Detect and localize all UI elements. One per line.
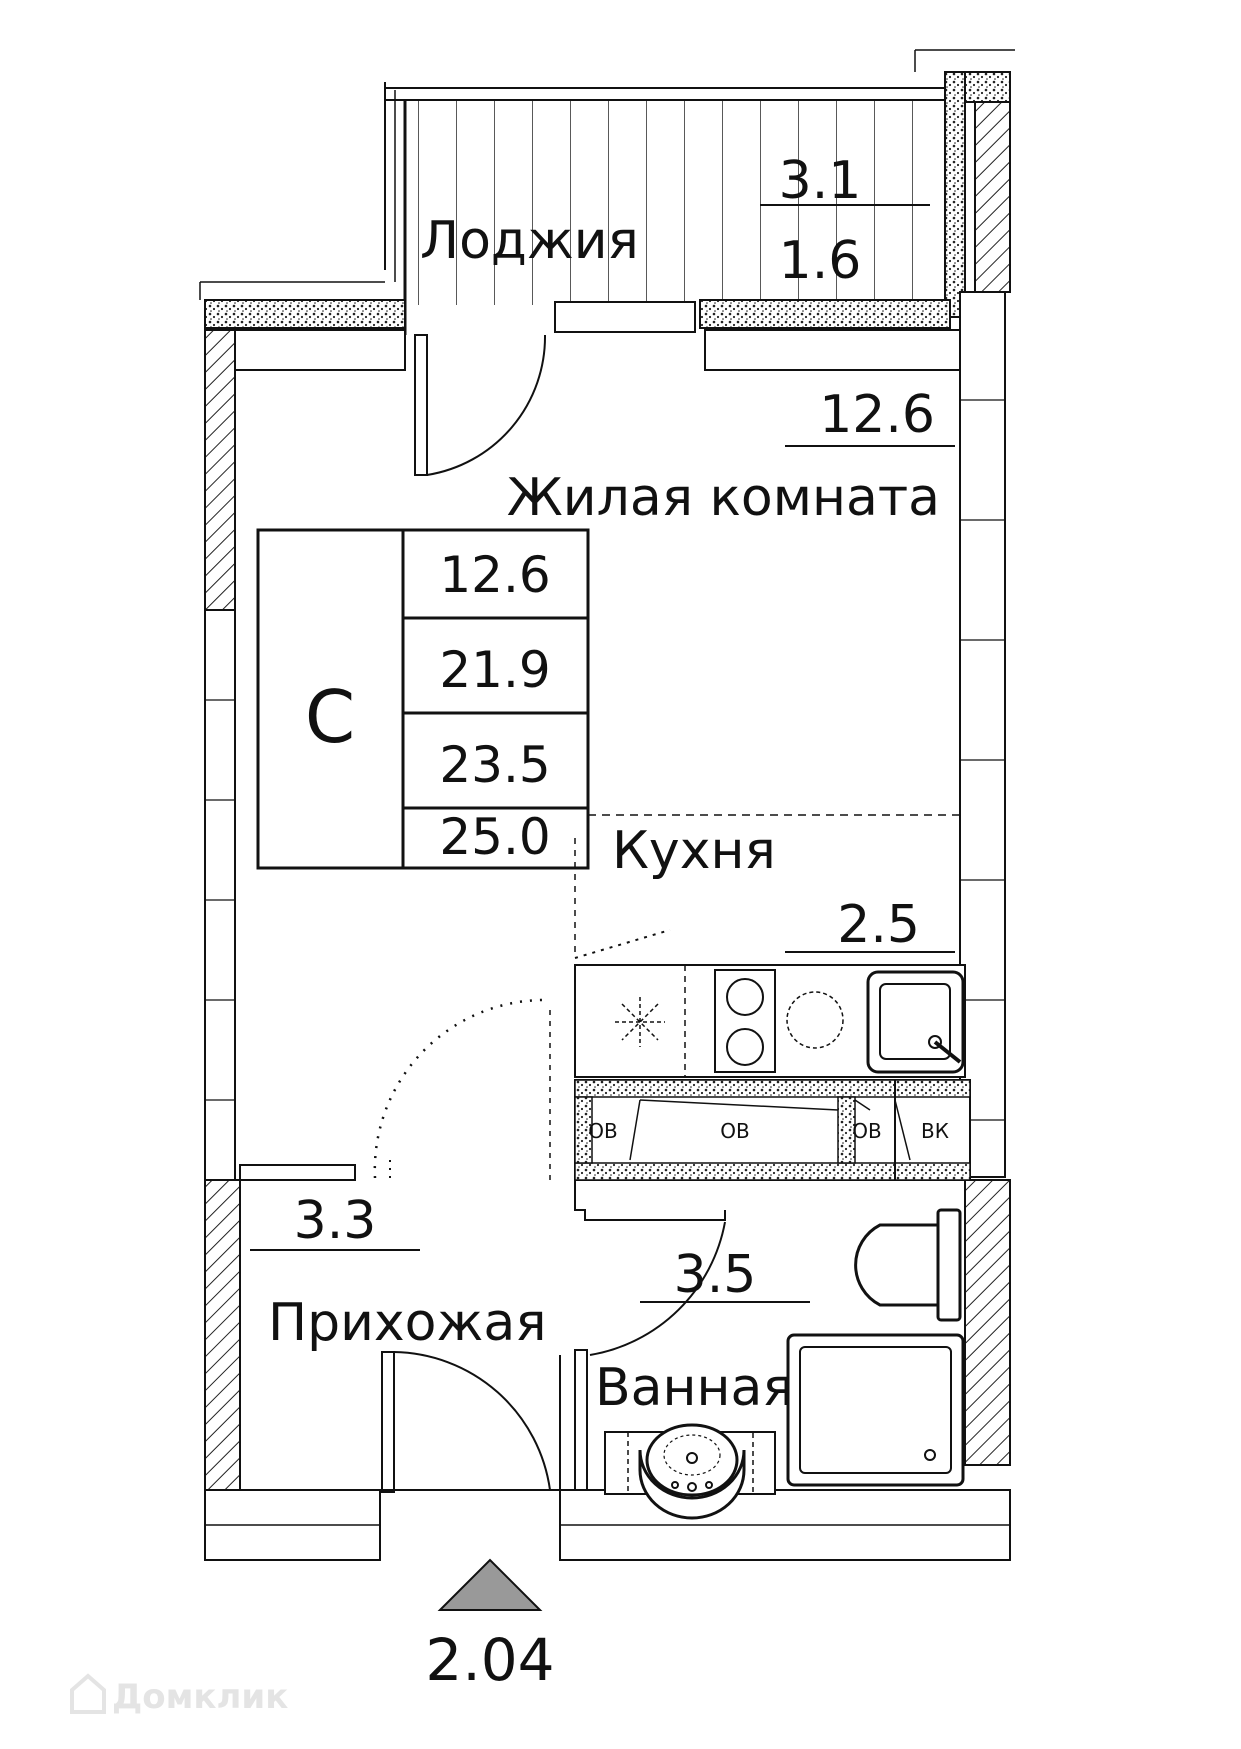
shower-tray-icon	[786, 1333, 965, 1487]
kitchen-sink-icon	[866, 970, 965, 1074]
bathroom-fixtures	[604, 1208, 965, 1520]
kitchen-name: Кухня	[612, 821, 776, 881]
loggia	[199, 49, 1015, 335]
water-supply-label: ВК	[921, 1119, 949, 1143]
summary-value-1: 12.6	[439, 546, 550, 604]
toilet-icon	[854, 1208, 962, 1322]
appliance-asterisk-icon	[615, 997, 665, 1047]
ventilation-label-1: ОВ	[588, 1119, 617, 1143]
summary-value-2: 21.9	[439, 641, 550, 699]
balcony-door	[414, 334, 547, 476]
summary-table: С 12.6 21.9 23.5 25.0	[256, 528, 590, 870]
loggia-area-gross: 3.1	[779, 151, 862, 211]
summary-value-3: 23.5	[439, 736, 550, 794]
watermark-text: Домклик	[112, 1677, 288, 1717]
kitchen-area: 2.5	[837, 895, 920, 955]
entrance-arrow-icon	[437, 1558, 543, 1611]
summary-value-4: 25.0	[439, 808, 550, 866]
hob-icon	[714, 969, 776, 1073]
watermark: Домклик	[70, 1673, 288, 1717]
house-logo-icon	[70, 1673, 106, 1714]
outer-walls	[204, 291, 1011, 1561]
living-room-name: Жилая комната	[507, 468, 940, 528]
apartment-type-letter: С	[305, 675, 355, 759]
bathroom-name: Ванная	[595, 1358, 794, 1418]
ventilation-label-3: ОВ	[852, 1119, 881, 1143]
bathroom-area: 3.5	[674, 1245, 757, 1305]
hall-name: Прихожая	[268, 1293, 546, 1353]
washbasin-icon	[604, 1423, 776, 1520]
hall-area: 3.3	[294, 1191, 377, 1251]
kitchen-zone	[574, 814, 966, 1078]
ventilation-label-2: ОВ	[720, 1119, 749, 1143]
interior-walls	[239, 998, 726, 1491]
loggia-name: Лоджия	[420, 211, 639, 271]
room-labels: 3.1 1.6 Лоджия 12.6 Жилая комната Кухня …	[250, 151, 955, 1694]
oven-icon	[786, 991, 844, 1049]
entrance-number: 2.04	[425, 1626, 554, 1694]
shaft-block: ОВ ОВ ОВ ВК	[574, 1079, 971, 1181]
loggia-area-net: 1.6	[779, 231, 862, 291]
entrance-door	[380, 1351, 560, 1611]
living-room-area: 12.6	[819, 385, 935, 445]
